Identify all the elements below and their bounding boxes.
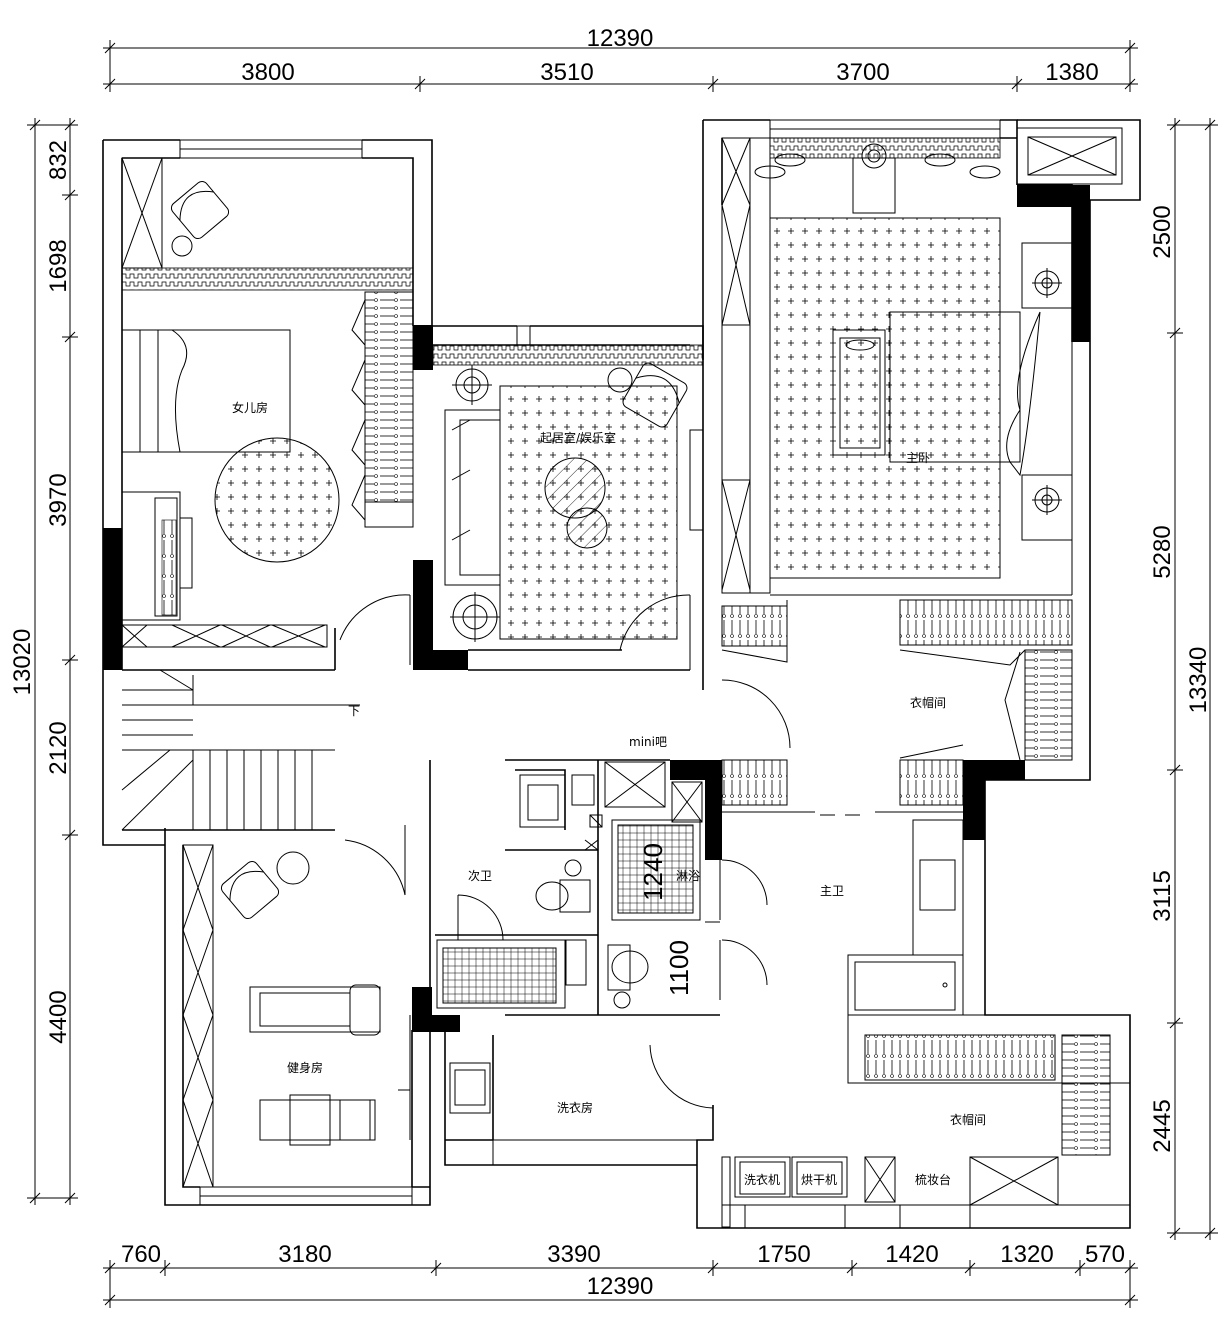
dim-bottom-6: 1320 <box>1000 1241 1053 1268</box>
dimension-right: 2500 5280 3115 2445 13340 <box>1149 118 1218 1240</box>
daughter-room: 女儿房 <box>121 157 414 665</box>
washer-icon: 洗衣机 <box>734 1156 791 1198</box>
stairs-down-label: 下 <box>348 704 360 718</box>
laundry-room: 洗衣房 <box>449 1044 714 1115</box>
vanity-label: 梳妆台 <box>915 1172 951 1187</box>
master-bedroom: 主卧 <box>721 137 1073 596</box>
dim-top-2: 3510 <box>540 59 593 86</box>
living-room: 起居室/娱乐室 <box>432 344 704 671</box>
dim-bottom-5: 1420 <box>885 1241 938 1268</box>
dim-left-total: 13020 <box>9 629 36 696</box>
treadmill-icon <box>249 984 381 1036</box>
weight-machine-icon <box>259 1094 376 1146</box>
dim-bottom-2: 3180 <box>278 1241 331 1268</box>
dim-bottom-total: 12390 <box>587 1273 654 1300</box>
closet-upper-label: 衣帽间 <box>910 695 946 710</box>
master-bedroom-label: 主卧 <box>906 451 930 465</box>
lamp-icon <box>1021 474 1073 541</box>
dim-top-1: 3800 <box>241 59 294 86</box>
armchair-icon <box>170 180 230 240</box>
toilet-icon <box>607 944 649 1009</box>
dim-right-4: 2445 <box>1149 1099 1176 1152</box>
dim-right-2: 5280 <box>1149 525 1176 578</box>
gym-label: 健身房 <box>287 1060 323 1075</box>
dimension-left: 832 1698 3970 2120 4400 13020 <box>9 118 78 1205</box>
armchair-icon <box>220 860 280 920</box>
wc-width-label: 1100 <box>664 940 694 996</box>
dim-left-1: 832 <box>45 140 72 180</box>
dim-left-2: 1698 <box>45 239 72 292</box>
living-room-label: 起居室/娱乐室 <box>540 430 616 445</box>
shower-label: 淋浴 <box>676 869 700 883</box>
closet-lower-label: 衣帽间 <box>950 1112 986 1127</box>
dim-top-3: 3700 <box>836 59 889 86</box>
lamp-icon <box>861 143 887 169</box>
dim-left-5: 4400 <box>45 990 72 1043</box>
structural-columns <box>103 185 1090 1032</box>
dim-top-total: 12390 <box>587 25 654 52</box>
dim-bottom-1: 760 <box>121 1241 161 1268</box>
shower-width-label: 1240 <box>638 843 668 901</box>
dim-left-4: 2120 <box>45 721 72 774</box>
dim-bottom-4: 1750 <box>757 1241 810 1268</box>
dim-right-total: 13340 <box>1185 647 1212 714</box>
dim-top-4: 1380 <box>1045 59 1098 86</box>
washer-label: 洗衣机 <box>744 1172 780 1187</box>
dim-bottom-3: 3390 <box>547 1241 600 1268</box>
lamp-icon <box>452 365 492 405</box>
master-bath-label: 主卫 <box>820 884 844 898</box>
lamp-icon <box>450 592 500 642</box>
daughter-room-label: 女儿房 <box>232 400 268 415</box>
dim-right-1: 2500 <box>1149 205 1176 258</box>
laundry-room-label: 洗衣房 <box>557 1100 593 1115</box>
mini-bar-label: mini吧 <box>629 735 667 749</box>
dim-left-3: 3970 <box>45 473 72 526</box>
walk-in-closet-upper: 衣帽间 mini吧 <box>629 599 1073 816</box>
master-bath: 主卫 <box>820 819 964 1016</box>
gym: 健身房 <box>182 825 411 1188</box>
dryer-icon: 烘干机 <box>791 1156 848 1198</box>
dim-bottom-7: 570 <box>1085 1241 1125 1268</box>
lamp-icon <box>1021 242 1073 309</box>
dimension-top: 12390 3800 3510 3700 1380 <box>103 25 1138 92</box>
walk-in-closet-lower: 衣帽间 洗衣机 烘干机 梳妆台 <box>721 1014 1131 1228</box>
dim-right-3: 3115 <box>1149 870 1176 922</box>
toilet-icon <box>535 859 591 913</box>
shower-and-wc: 1240 淋浴 1100 <box>607 819 768 1009</box>
secondary-bath-label: 次卫 <box>468 869 492 883</box>
staircase: 下 <box>121 669 360 831</box>
armchair-icon <box>622 362 688 428</box>
dimension-bottom: 760 3180 3390 1750 1420 1320 570 12390 <box>103 1241 1138 1308</box>
dryer-label: 烘干机 <box>801 1173 837 1187</box>
secondary-bath: 次卫 <box>429 759 720 1030</box>
